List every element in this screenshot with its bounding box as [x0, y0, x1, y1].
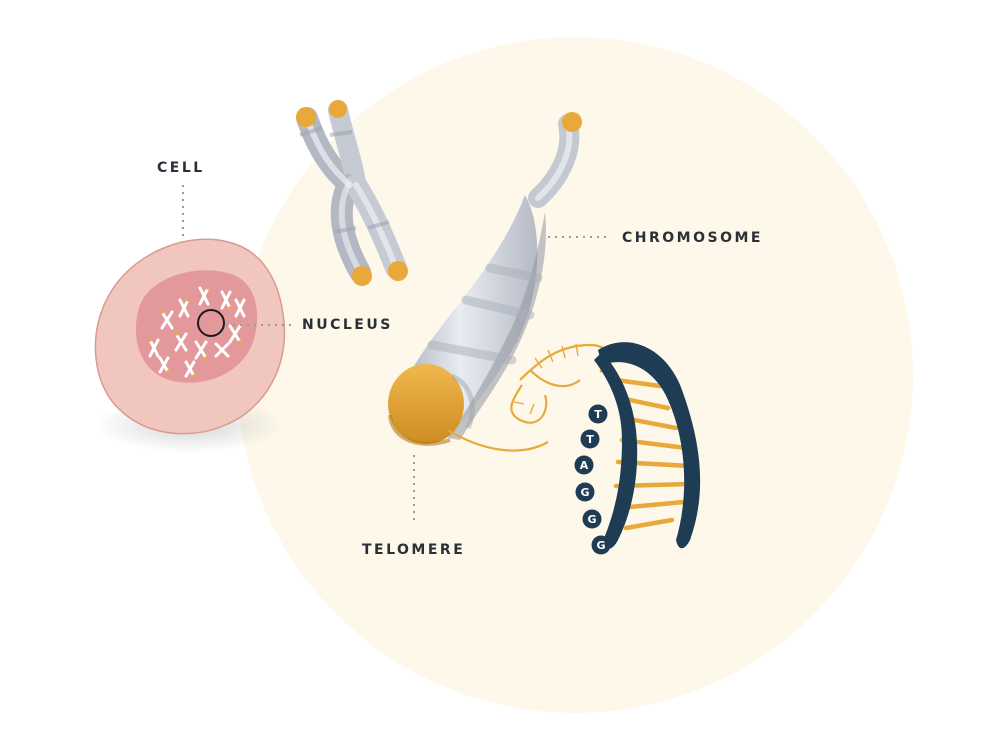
- cell-label: CELL: [157, 160, 205, 176]
- nucleus-telomere-dots: [148, 286, 242, 378]
- dna-base: G: [575, 482, 595, 502]
- svg-text:G: G: [580, 486, 589, 499]
- telomere-cap: [388, 364, 464, 444]
- dna-bases: T T A G G G: [574, 404, 611, 555]
- dna-base: T: [588, 404, 608, 424]
- dna-double-helix: [594, 342, 701, 550]
- svg-text:A: A: [580, 459, 589, 472]
- chromosome-label: CHROMOSOME: [622, 230, 763, 246]
- telomere-label: TELOMERE: [362, 542, 466, 558]
- nucleus-label: NUCLEUS: [302, 317, 393, 333]
- svg-text:G: G: [587, 513, 596, 526]
- cell: [94, 238, 286, 453]
- x-chromosome: [296, 100, 408, 286]
- svg-text:T: T: [586, 433, 594, 446]
- nucleus-chromosomes: [148, 286, 246, 378]
- nucleus-highlight-circle: [197, 309, 225, 337]
- dna-base: A: [574, 455, 594, 475]
- dna-base: G: [582, 509, 602, 529]
- background-circle: [237, 37, 913, 713]
- dna-base: G: [591, 535, 611, 555]
- svg-text:G: G: [596, 539, 605, 552]
- dna-base: T: [580, 429, 600, 449]
- svg-text:T: T: [594, 408, 602, 421]
- large-chromosome: [388, 112, 582, 446]
